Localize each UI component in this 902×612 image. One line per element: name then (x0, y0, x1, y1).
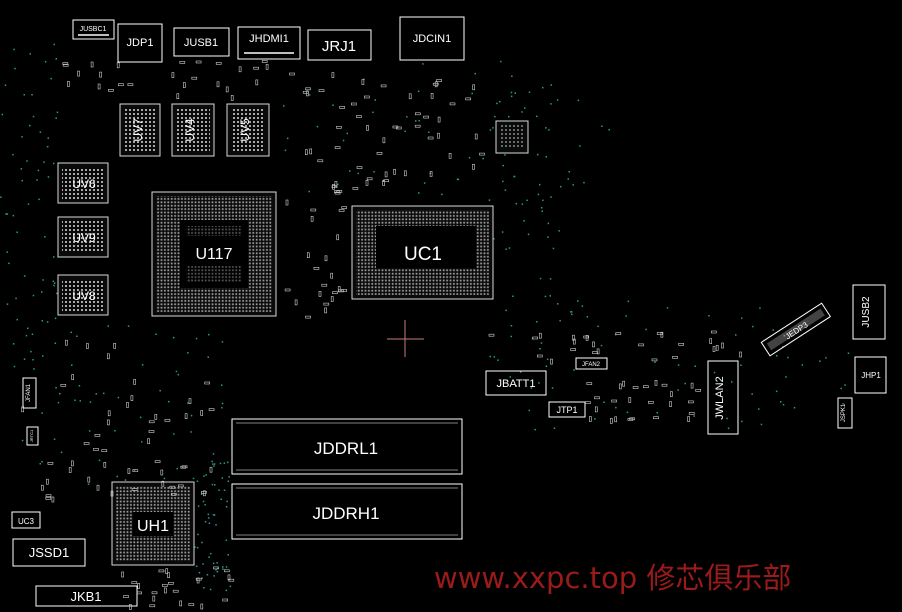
chip-uc1[interactable]: UC1 (351, 205, 494, 300)
connector-jhdmi1[interactable]: JHDMI1 (237, 26, 301, 60)
svg-text:UV8: UV8 (72, 289, 96, 303)
connector-jrtc1[interactable]: JRTC1 (26, 426, 39, 446)
connector-jspk1[interactable]: JSPK1 (837, 397, 853, 429)
via-scatter (0, 43, 850, 592)
svg-text:JUSB1: JUSB1 (184, 37, 218, 49)
svg-text:UC3: UC3 (18, 517, 35, 526)
connector-jfan1[interactable]: JFAN1 (22, 377, 37, 409)
chip-ec-small[interactable] (495, 120, 529, 154)
svg-text:UV4: UV4 (183, 118, 197, 142)
svg-text:JHP1: JHP1 (861, 371, 881, 380)
connector-jwlan2[interactable]: JWLAN2 (707, 360, 739, 435)
slot-jddrl1[interactable]: JDDRL1 (231, 418, 463, 475)
connector-jbatt1[interactable]: JBATT1 (485, 370, 547, 396)
chip-uv7[interactable]: UV7 (119, 103, 161, 157)
svg-text:JHDMI1: JHDMI1 (249, 33, 289, 45)
connector-jusbc1[interactable]: JUSBC1 (72, 19, 115, 40)
svg-text:JDP1: JDP1 (127, 37, 154, 49)
passive-components (21, 60, 742, 610)
svg-text:UH1: UH1 (137, 518, 169, 535)
svg-text:U117: U117 (195, 246, 232, 263)
connector-jfan2[interactable]: JFAN2 (575, 357, 608, 370)
svg-text:JFAN2: JFAN2 (582, 362, 601, 368)
svg-text:JTP1: JTP1 (556, 405, 577, 415)
crosshair-cursor (387, 320, 424, 357)
svg-text:UC1: UC1 (404, 244, 442, 265)
svg-text:JRTC1: JRTC1 (29, 429, 34, 442)
connector-jdp1[interactable]: JDP1 (117, 23, 163, 63)
connector-jusb2[interactable]: JUSB2 (852, 284, 886, 340)
svg-text:JKB1: JKB1 (70, 589, 101, 604)
svg-text:JDDRH1: JDDRH1 (312, 504, 379, 523)
svg-text:UV5: UV5 (238, 118, 252, 142)
chip-uv6[interactable]: UV6 (57, 162, 109, 204)
svg-text:JUSB2: JUSB2 (861, 296, 872, 328)
svg-text:JDCIN1: JDCIN1 (413, 33, 452, 45)
watermark-text: www.xxpc.top 修芯俱乐部 (434, 561, 791, 595)
svg-text:JWLAN2: JWLAN2 (714, 376, 726, 419)
connector-jhp1[interactable]: JHP1 (854, 356, 887, 394)
svg-text:JUSBC1: JUSBC1 (80, 26, 107, 33)
chip-uv9[interactable]: UV9 (57, 216, 109, 258)
svg-text:UV7: UV7 (131, 118, 145, 142)
connector-jssd1[interactable]: JSSD1 (12, 538, 86, 567)
svg-text:UV9: UV9 (72, 231, 96, 245)
chip-uv8[interactable]: UV8 (57, 274, 109, 316)
chip-uv4[interactable]: UV4 (171, 103, 215, 157)
chip-u117[interactable]: U117 (151, 191, 277, 317)
svg-text:UV6: UV6 (72, 177, 96, 191)
svg-text:JDDRL1: JDDRL1 (314, 439, 378, 458)
svg-text:JFAN1: JFAN1 (26, 383, 32, 402)
connector-jusb1[interactable]: JUSB1 (173, 27, 230, 57)
svg-text:JSPK1: JSPK1 (841, 403, 847, 422)
svg-text:JBATT1: JBATT1 (497, 378, 536, 390)
connector-jtp1[interactable]: JTP1 (548, 401, 586, 418)
connector-jrj1[interactable]: JRJ1 (307, 29, 372, 61)
svg-text:JSSD1: JSSD1 (29, 545, 69, 560)
svg-text:JRJ1: JRJ1 (322, 38, 356, 55)
connector-jkb1[interactable]: JKB1 (35, 585, 138, 607)
slot-jddrh1[interactable]: JDDRH1 (231, 483, 463, 540)
chip-uv5[interactable]: UV5 (226, 103, 270, 157)
chip-uh1[interactable]: UH1 (111, 481, 195, 566)
chip-uc3[interactable]: UC3 (11, 511, 41, 529)
connector-jdcin1[interactable]: JDCIN1 (399, 16, 465, 61)
